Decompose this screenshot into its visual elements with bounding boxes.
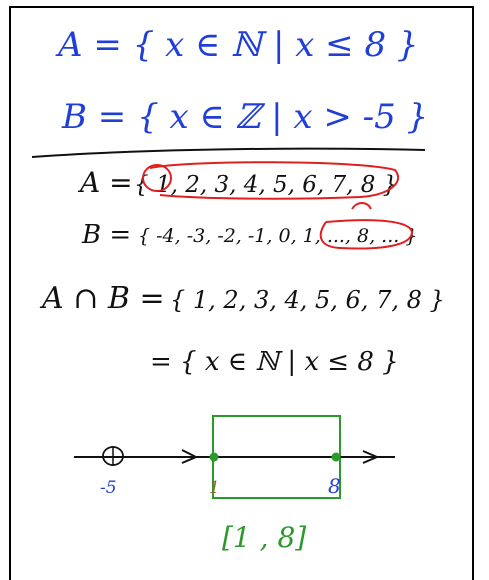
eight-label: 8: [328, 474, 341, 498]
set-a-definition: A = { x ∈ ℕ | x ≤ 8 }: [55, 25, 419, 65]
set-b-label: B =: [81, 220, 131, 250]
one-label: 1: [209, 478, 220, 498]
circle-first-element: [142, 164, 172, 192]
arrow-right: [362, 450, 380, 464]
intersection-elements: { 1, 2, 3, 4, 5, 6, 7, 8 }: [170, 286, 445, 314]
loop-a-elements: [149, 161, 400, 200]
set-b-definition: B = { x ∈ ℤ | x > -5 }: [61, 97, 428, 137]
separator-line: [31, 147, 426, 158]
loop-b-elements: [319, 219, 414, 250]
minus-five-label: -5: [100, 478, 117, 498]
arrow-left-mid: [181, 449, 199, 464]
set-a-elements: { 1, 2, 3, 4, 5, 6, 7, 8 }: [134, 172, 397, 198]
point-eight: [331, 452, 341, 462]
point-one: [209, 452, 219, 462]
intersection-builder: = { x ∈ ℕ | x ≤ 8 }: [150, 347, 399, 377]
intersection-label: A ∩ B =: [39, 281, 165, 316]
interval-notation: [1 , 8]: [222, 521, 306, 554]
page-frame: [9, 6, 474, 580]
set-a-label: A =: [77, 166, 133, 199]
red-caret: [351, 202, 372, 210]
set-b-elements: { -4, -3, -2, -1, 0, 1, ..., 8, ... }: [138, 225, 417, 247]
